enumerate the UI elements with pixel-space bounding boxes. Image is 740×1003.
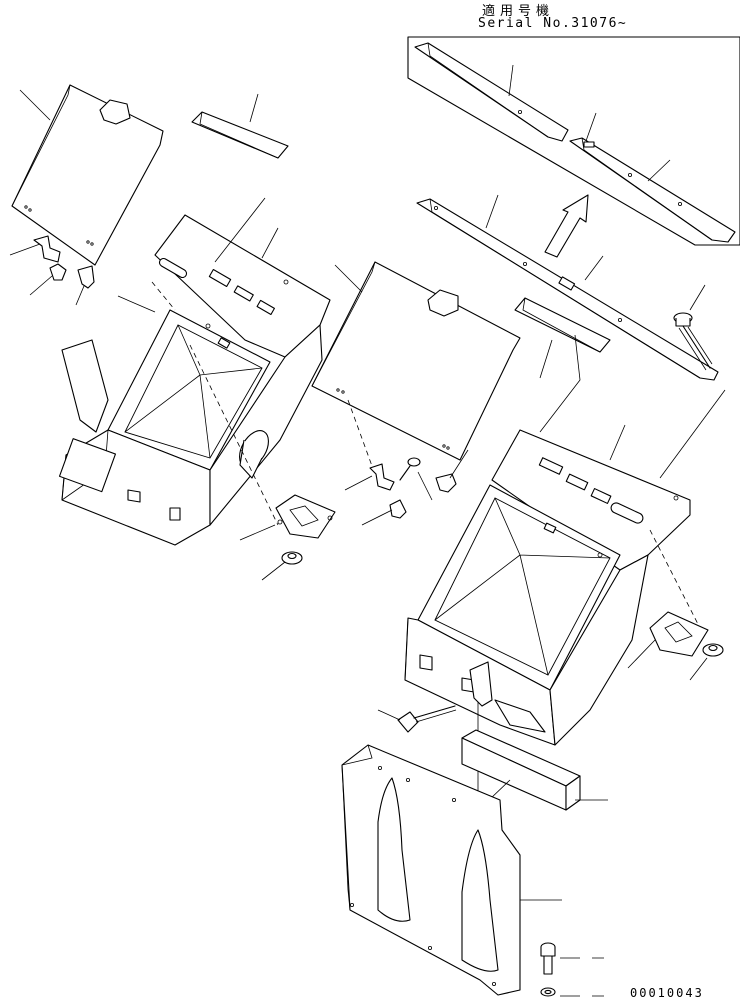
inset-rail-lower: [569, 137, 736, 243]
leader-inset-lower: [647, 159, 671, 182]
bolt-middle: [397, 705, 457, 733]
guide-right-vent: [649, 529, 701, 629]
right-console-body: [404, 429, 691, 746]
left-lid: [11, 84, 164, 266]
washer-bottom: [540, 987, 556, 997]
leader-left-hinge: [9, 243, 41, 256]
guide-left-lid: [151, 281, 176, 311]
bolt-upper-right: [673, 312, 713, 371]
left-nut: [281, 551, 303, 565]
bolt-bottom: [540, 942, 556, 975]
foam-block: [461, 729, 581, 811]
floor-mat: [341, 744, 521, 996]
mount-bracket: [469, 661, 493, 707]
leader-bolt-upper-right: [689, 284, 706, 311]
right-vent-grille: [649, 611, 709, 657]
leader-left-lid: [19, 89, 51, 121]
document-number: 00010043: [630, 986, 704, 1000]
leader-inset-clip: [585, 112, 597, 142]
leader-right-console: [609, 424, 626, 461]
applicable-machines-label: 適用号機: [482, 4, 555, 19]
left-hinge: [33, 235, 95, 289]
center-lid: [311, 261, 521, 461]
leader-left-console: [261, 227, 279, 259]
inset-rail-upper: [414, 42, 569, 142]
leader-center-plate: [539, 339, 553, 379]
leader-rail-clip: [584, 255, 604, 281]
leader-left-bracket: [75, 285, 85, 306]
long-rail: [416, 198, 719, 381]
leader-right-nut: [689, 657, 708, 681]
serial-number-label: Serial No.31076~: [478, 16, 628, 31]
center-hinge: [369, 457, 457, 519]
leader-right-rail-guide: [659, 389, 726, 479]
leader-inset-upper: [508, 64, 514, 97]
leader-left-nut: [261, 561, 286, 581]
left-console-body: [58, 214, 331, 546]
leader-center-screw: [361, 509, 393, 526]
left-cover-plate: [191, 111, 289, 159]
leader-left-plate: [249, 93, 259, 123]
left-vent-grille: [275, 494, 336, 539]
leader-right-vent: [627, 639, 656, 669]
guide-left-vent: [189, 344, 279, 526]
leader-left-screw: [29, 275, 53, 296]
leader-center-lid: [334, 264, 363, 293]
leader-left-plate-guide: [214, 197, 266, 263]
leader-center-hinge: [344, 475, 373, 491]
leader-center-plate-guide: [539, 334, 581, 433]
leader-center-stud: [417, 471, 433, 501]
leader-center-bracket: [449, 449, 469, 479]
leader-bolt-middle: [377, 709, 401, 721]
right-nut: [702, 643, 724, 657]
leader-left-fin: [117, 295, 156, 313]
guide-center-hinge: [347, 399, 373, 467]
center-cover-plate: [514, 297, 611, 353]
serial-inset-frame: [407, 36, 740, 246]
up-arrow-icon: [544, 194, 589, 258]
leader-left-vent: [239, 524, 276, 541]
leader-long-rail: [485, 194, 499, 229]
